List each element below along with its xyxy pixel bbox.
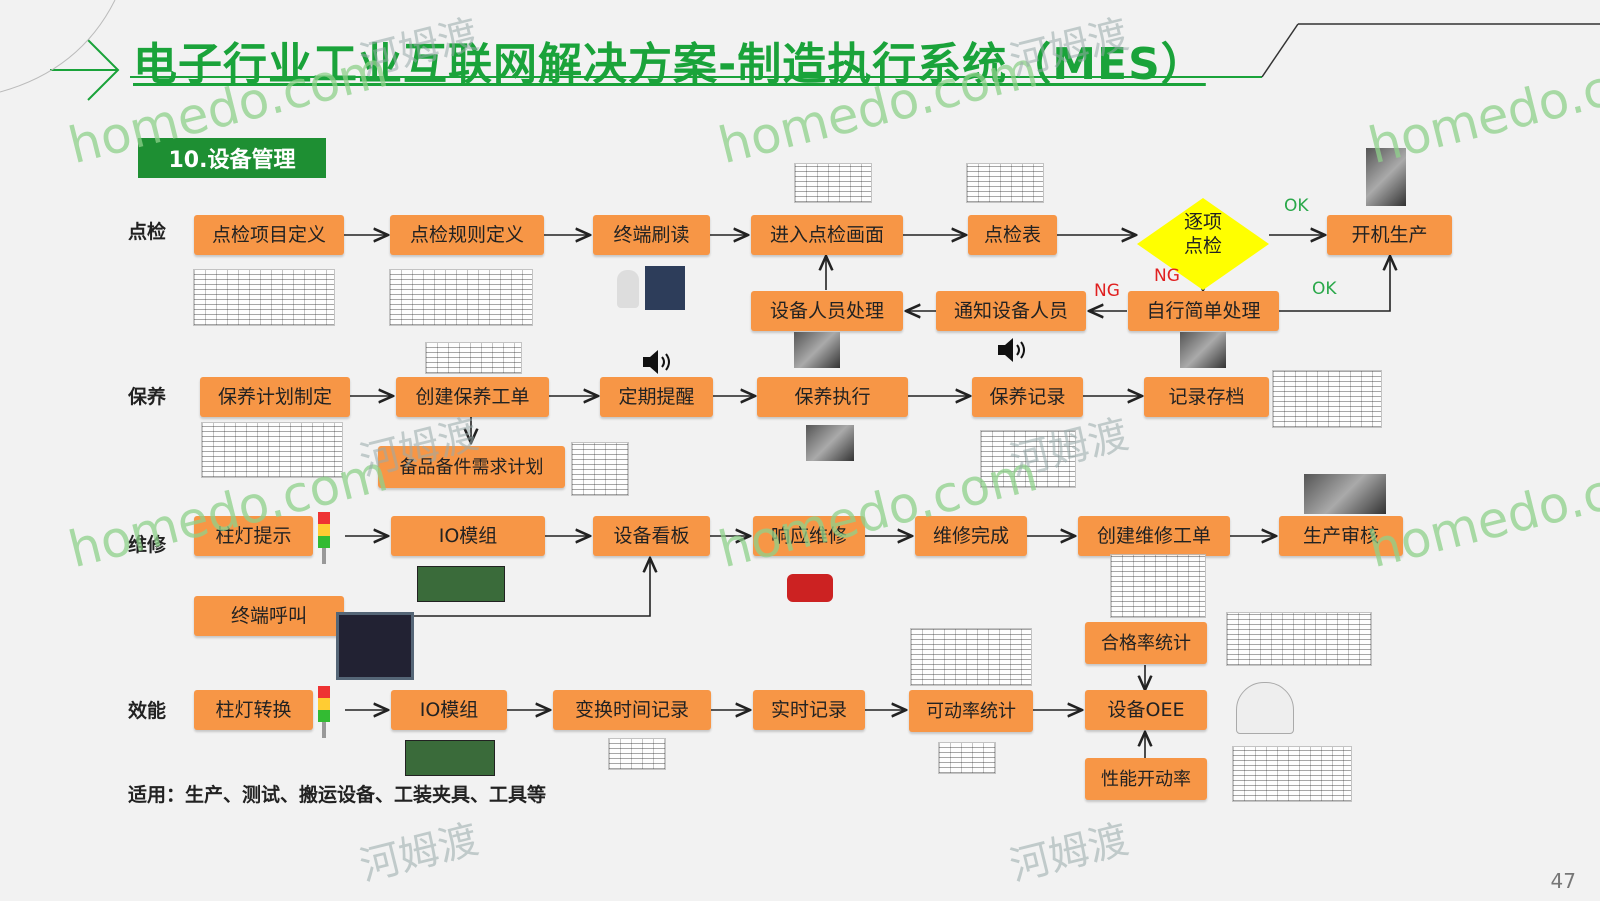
decision-line-2: 点检 <box>1183 235 1222 257</box>
screen-thumbnail-2 <box>966 163 1044 203</box>
review-photo <box>1304 474 1386 514</box>
io-board-image-2 <box>405 740 495 776</box>
table-thumbnail-3 <box>201 422 343 478</box>
box-equipment-staff-handle: 设备人员处理 <box>751 291 903 331</box>
box-availability-stats: 可动率统计 <box>909 690 1033 732</box>
row-label-dianjian: 点检 <box>128 221 167 243</box>
ng-tag-2: NG <box>1094 281 1120 301</box>
table-thumbnail-2 <box>389 269 533 326</box>
box-respond-repair: 响应维修 <box>753 516 865 556</box>
row-label-weixiu: 维修 <box>128 534 167 556</box>
box-create-repair-order: 创建维修工单 <box>1078 516 1230 556</box>
section-label: 10.设备管理 <box>138 138 326 178</box>
table-thumbnail-5 <box>608 738 666 770</box>
box-maintenance-execution: 保养执行 <box>757 377 908 417</box>
table-thumbnail-4 <box>571 442 629 496</box>
wrench-photo-2 <box>1180 332 1226 368</box>
tower-light-icon-1 <box>314 512 334 564</box>
box-start-production: 开机生产 <box>1327 215 1452 255</box>
box-periodic-reminder: 定期提醒 <box>600 377 713 417</box>
box-changeover-time-record: 变换时间记录 <box>553 690 711 730</box>
archive-table-thumbnail <box>1272 370 1382 428</box>
header-decoration <box>0 0 1600 101</box>
box-spare-parts-plan: 备品备件需求计划 <box>378 446 565 488</box>
box-light-alert: 柱灯提示 <box>194 516 313 556</box>
speaker-icon-1 <box>996 336 1032 364</box>
io-board-image-1 <box>417 566 505 602</box>
box-terminal-call: 终端呼叫 <box>194 596 344 636</box>
row-label-xiaoneng: 效能 <box>128 700 167 722</box>
card-reader-image <box>617 266 685 312</box>
decision-label: 逐项 点检 <box>1137 210 1269 258</box>
wrench-photo-3 <box>806 425 854 461</box>
box-maintenance-record: 保养记录 <box>972 377 1083 417</box>
table-thumbnail-6 <box>938 742 996 774</box>
box-repair-complete: 维修完成 <box>915 516 1027 556</box>
box-io-module-2: IO模组 <box>391 690 507 730</box>
decision-diamond <box>1137 198 1269 290</box>
ok-tag-1: OK <box>1284 196 1309 216</box>
box-equipment-oee: 设备OEE <box>1085 690 1207 730</box>
box-light-switch: 柱灯转换 <box>194 690 313 730</box>
page-title: 电子行业工业互联网解决方案-制造执行系统（MES） <box>133 39 1206 90</box>
table-thumbnail-1 <box>193 269 335 326</box>
box-inspection-rule-definition: 点检规则定义 <box>390 215 544 255</box>
box-terminal-card-read: 终端刷读 <box>593 215 710 255</box>
row-label-baoyang: 保养 <box>128 386 167 408</box>
box-maintenance-plan: 保养计划制定 <box>200 377 350 417</box>
tower-light-icon-2 <box>314 686 334 738</box>
box-notify-equipment-staff: 通知设备人员 <box>936 291 1086 331</box>
box-production-review: 生产审核 <box>1279 516 1403 556</box>
line-chart-thumbnail-1 <box>910 628 1032 686</box>
applicability-note: 适用：生产、测试、搬运设备、工装夹具、工具等 <box>128 784 547 806</box>
bar-chart-thumbnail <box>1226 612 1372 666</box>
box-inspection-item-definition: 点检项目定义 <box>194 215 344 255</box>
alarm-button-image <box>787 574 833 602</box>
line-chart-thumbnail-2 <box>1232 746 1352 802</box>
repair-order-screen-thumbnail <box>1110 554 1206 618</box>
gauge-image <box>1236 682 1294 734</box>
page-number: 47 <box>1550 869 1576 893</box>
speaker-icon-2 <box>641 348 677 376</box>
touch-terminal-image <box>336 612 414 680</box>
box-inspection-sheet: 点检表 <box>968 215 1057 255</box>
box-performance-rate: 性能开动率 <box>1085 758 1207 800</box>
machine-photo <box>1366 148 1406 206</box>
box-yield-stats: 合格率统计 <box>1085 622 1207 664</box>
box-self-simple-handling: 自行简单处理 <box>1128 291 1279 331</box>
plan-thumbnail <box>425 342 522 374</box>
box-record-archive: 记录存档 <box>1144 377 1269 417</box>
wrench-photo-1 <box>794 332 840 368</box>
box-io-module-1: IO模组 <box>391 516 545 556</box>
box-equipment-kanban: 设备看板 <box>593 516 710 556</box>
decision-line-1: 逐项 <box>1183 211 1222 233</box>
screen-thumbnail-1 <box>794 163 872 203</box>
box-enter-inspection-screen: 进入点检画面 <box>751 215 903 255</box>
box-create-maintenance-order: 创建保养工单 <box>396 377 549 417</box>
software-screen-thumbnail <box>980 430 1076 488</box>
ng-tag-1: NG <box>1154 266 1180 286</box>
box-realtime-record: 实时记录 <box>753 690 865 730</box>
ok-tag-2: OK <box>1312 279 1337 299</box>
